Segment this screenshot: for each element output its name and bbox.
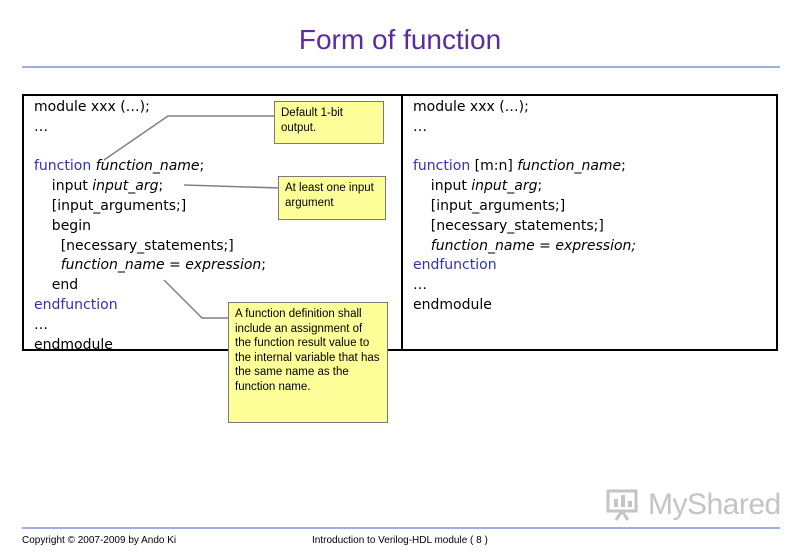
code-line: … xyxy=(413,276,636,296)
code-line: [necessary_statements;] xyxy=(413,217,636,237)
callout-one-input: At least one input argument xyxy=(278,176,386,220)
code-line: function_name = expression; xyxy=(34,256,266,276)
code-token: input_arg xyxy=(92,178,159,195)
callout-default-bit: Default 1-bit output. xyxy=(274,101,384,144)
code-token: input_arg xyxy=(471,178,538,195)
code-token: function xyxy=(34,158,96,175)
title-divider xyxy=(22,66,780,68)
code-line: endmodule xyxy=(34,336,266,356)
footer-copyright: Copyright © 2007-2009 by Ando Ki xyxy=(22,535,177,546)
code-token: [input_arguments;] xyxy=(34,197,187,214)
leader-assignment xyxy=(163,279,229,319)
code-token: ; xyxy=(158,178,164,195)
leader-one-input xyxy=(183,184,281,189)
code-line: function [m:n] function_name; xyxy=(413,157,636,177)
code-token: function_name xyxy=(517,158,622,175)
code-token: … xyxy=(34,118,48,135)
column-divider xyxy=(401,96,403,349)
code-token: ; xyxy=(261,257,267,274)
myshared-logo: MyShared xyxy=(606,488,781,522)
code-line: endfunction xyxy=(413,256,636,276)
slide-title: Form of function xyxy=(298,24,502,55)
code-token: end xyxy=(34,277,79,294)
code-token: endfunction xyxy=(413,257,497,274)
code-token: … xyxy=(413,277,427,294)
code-token: … xyxy=(413,118,427,135)
code-token: module xxx (…); xyxy=(413,99,529,115)
code-token: [necessary_statements;] xyxy=(34,237,234,254)
code-line: [input_arguments;] xyxy=(34,197,266,217)
code-line: input input_arg; xyxy=(413,177,636,197)
callout-assignment: A function definition shall include an a… xyxy=(228,302,388,423)
code-token: begin xyxy=(34,217,91,234)
code-line: … xyxy=(413,118,636,138)
code-line: function_name = expression; xyxy=(413,237,636,257)
code-line: function function_name; xyxy=(34,157,266,177)
code-token: ; xyxy=(537,178,543,195)
code-token: ; xyxy=(199,158,205,175)
code-token: endmodule xyxy=(34,336,113,353)
code-token: input xyxy=(413,178,472,195)
code-line: [input_arguments;] xyxy=(413,197,636,217)
code-token: function_name = expression; xyxy=(413,237,637,254)
code-panel: module xxx (…);…function function_name; … xyxy=(22,94,778,353)
code-line: begin xyxy=(34,217,266,237)
code-line: module xxx (…); xyxy=(413,98,636,118)
right-code-listing: module xxx (…); … function [m:n] function_… xyxy=(413,98,636,316)
code-token: function xyxy=(413,158,475,175)
code-token: [necessary_statements;] xyxy=(413,217,604,234)
code-line: … xyxy=(34,118,266,138)
code-token: endmodule xyxy=(413,296,492,313)
code-line: module xxx (…); xyxy=(34,98,266,118)
code-line: input input_arg; xyxy=(34,177,266,197)
code-line: end xyxy=(34,276,266,296)
leader-default-bit xyxy=(103,115,276,161)
footer-divider xyxy=(22,527,780,529)
code-line: [necessary_statements;] xyxy=(34,237,266,257)
logo-text: MyShared xyxy=(648,488,781,521)
code-token: module xxx (…); xyxy=(34,99,150,115)
left-code-listing: module xxx (…);…function function_name; … xyxy=(34,98,266,355)
code-line: … xyxy=(34,316,266,336)
code-line: endmodule xyxy=(413,296,636,316)
code-token: ; xyxy=(621,158,626,175)
code-token: endfunction xyxy=(34,296,118,313)
code-token: [input_arguments;] xyxy=(413,197,566,214)
code-token: input xyxy=(34,178,93,195)
footer-course-title: Introduction to Verilog-HDL module ( 8 ) xyxy=(312,535,488,546)
code-token: function_name xyxy=(95,158,200,175)
code-token: function_name = expression xyxy=(34,257,262,274)
presentation-board-icon xyxy=(606,489,638,521)
code-token: [m:n] xyxy=(474,158,518,175)
code-line: endfunction xyxy=(34,296,266,316)
code-token: … xyxy=(34,316,48,333)
